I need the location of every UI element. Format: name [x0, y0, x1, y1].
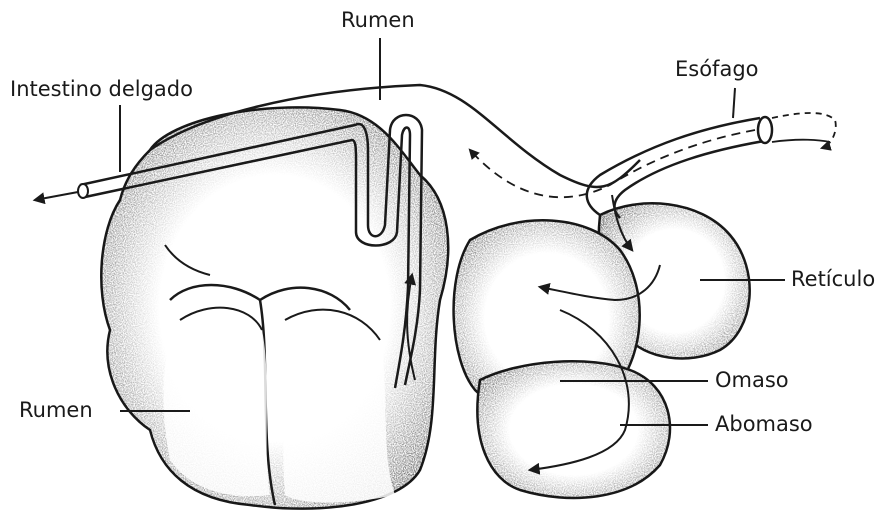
intestine-end	[78, 184, 88, 198]
esofago-extension	[772, 113, 836, 148]
label-intestino: Intestino delgado	[10, 79, 193, 100]
label-abomaso: Abomaso	[715, 414, 813, 435]
esofago-extension-upper	[772, 140, 830, 142]
label-esofago: Esófago	[675, 59, 759, 80]
intestine-exit-arrow	[35, 192, 78, 200]
label-rumen-top: Rumen	[341, 10, 415, 31]
label-reticulo: Retículo	[791, 269, 875, 290]
label-rumen-bottom: Rumen	[19, 400, 93, 421]
label-omaso: Omaso	[715, 370, 789, 391]
esofago-opening	[758, 117, 772, 143]
rumen-body	[101, 107, 448, 508]
